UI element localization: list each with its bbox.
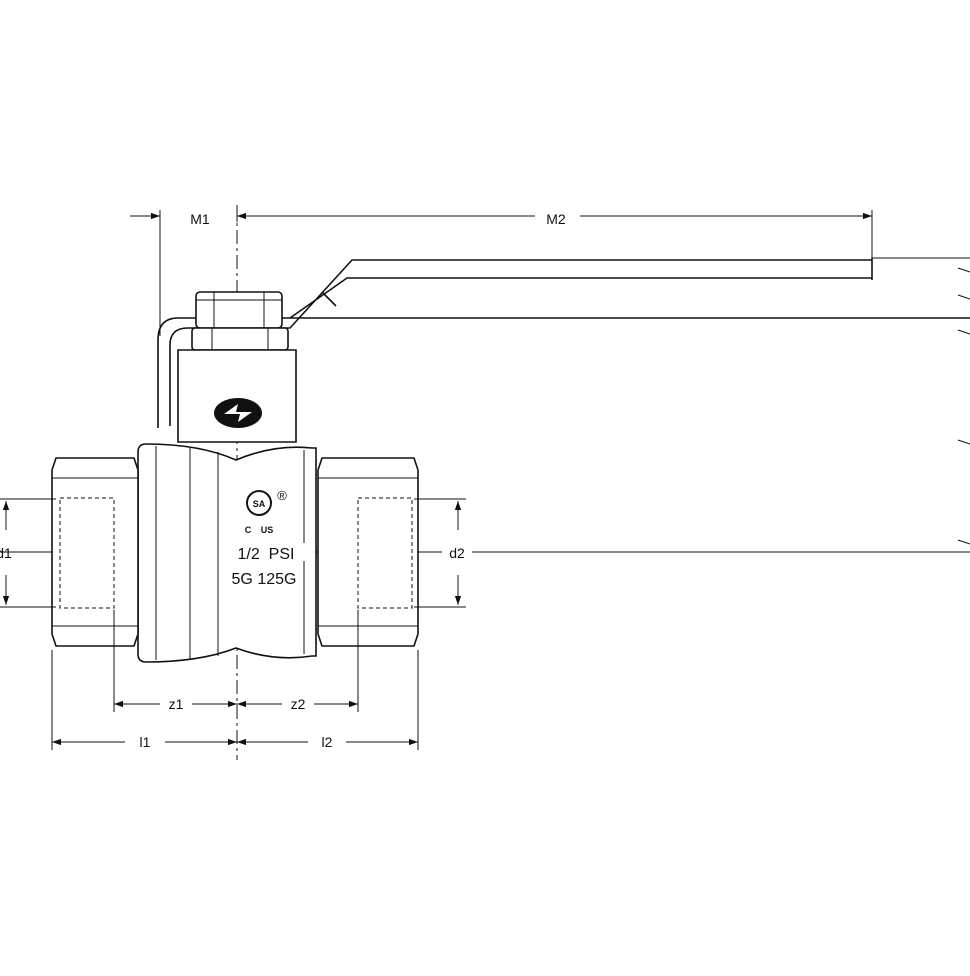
csa-logo-letters: SA [253, 499, 266, 509]
registered-mark: ® [277, 488, 287, 503]
nut-washer [191, 327, 289, 351]
handle-lower-edge [157, 317, 970, 428]
z1-dimension-label: z1 [169, 696, 184, 712]
cert-label-us: US [261, 525, 274, 535]
handle-ext-tick-4 [957, 439, 970, 445]
size-marking-text: 1/2 PSI [238, 546, 295, 563]
nut-hex-top [195, 291, 283, 329]
l2-dimension-label: l2 [322, 734, 333, 750]
m1-dimension-label: M1 [190, 211, 210, 227]
handle-ext-tick-3 [957, 329, 970, 335]
handle-ext-tick-1 [957, 267, 970, 273]
l1-dimension-label: l1 [140, 734, 151, 750]
csa-certification-logo: SA ® C US [245, 488, 287, 535]
m2-dimension-label: M2 [546, 211, 566, 227]
right-port [317, 457, 419, 647]
handle-ext-tick-2 [957, 294, 970, 300]
left-port [51, 457, 139, 647]
cert-label-c: C [245, 525, 252, 535]
left-thread-hidden [59, 497, 115, 609]
stem-nut [191, 291, 289, 351]
rating-marking-text: 5G 125G [232, 571, 297, 588]
valve-neck [177, 349, 297, 443]
z2-dimension-label: z2 [291, 696, 306, 712]
handle-grip-inner [289, 277, 872, 319]
handle-step-mark [321, 291, 337, 307]
valve-handle [157, 257, 970, 545]
brand-logo-icon [214, 398, 262, 428]
right-thread-hidden [357, 497, 413, 609]
d1-dimension-label: d1 [0, 545, 12, 561]
d2-dimension-label: d2 [449, 545, 465, 561]
handle-ext-tick-5 [957, 539, 970, 545]
